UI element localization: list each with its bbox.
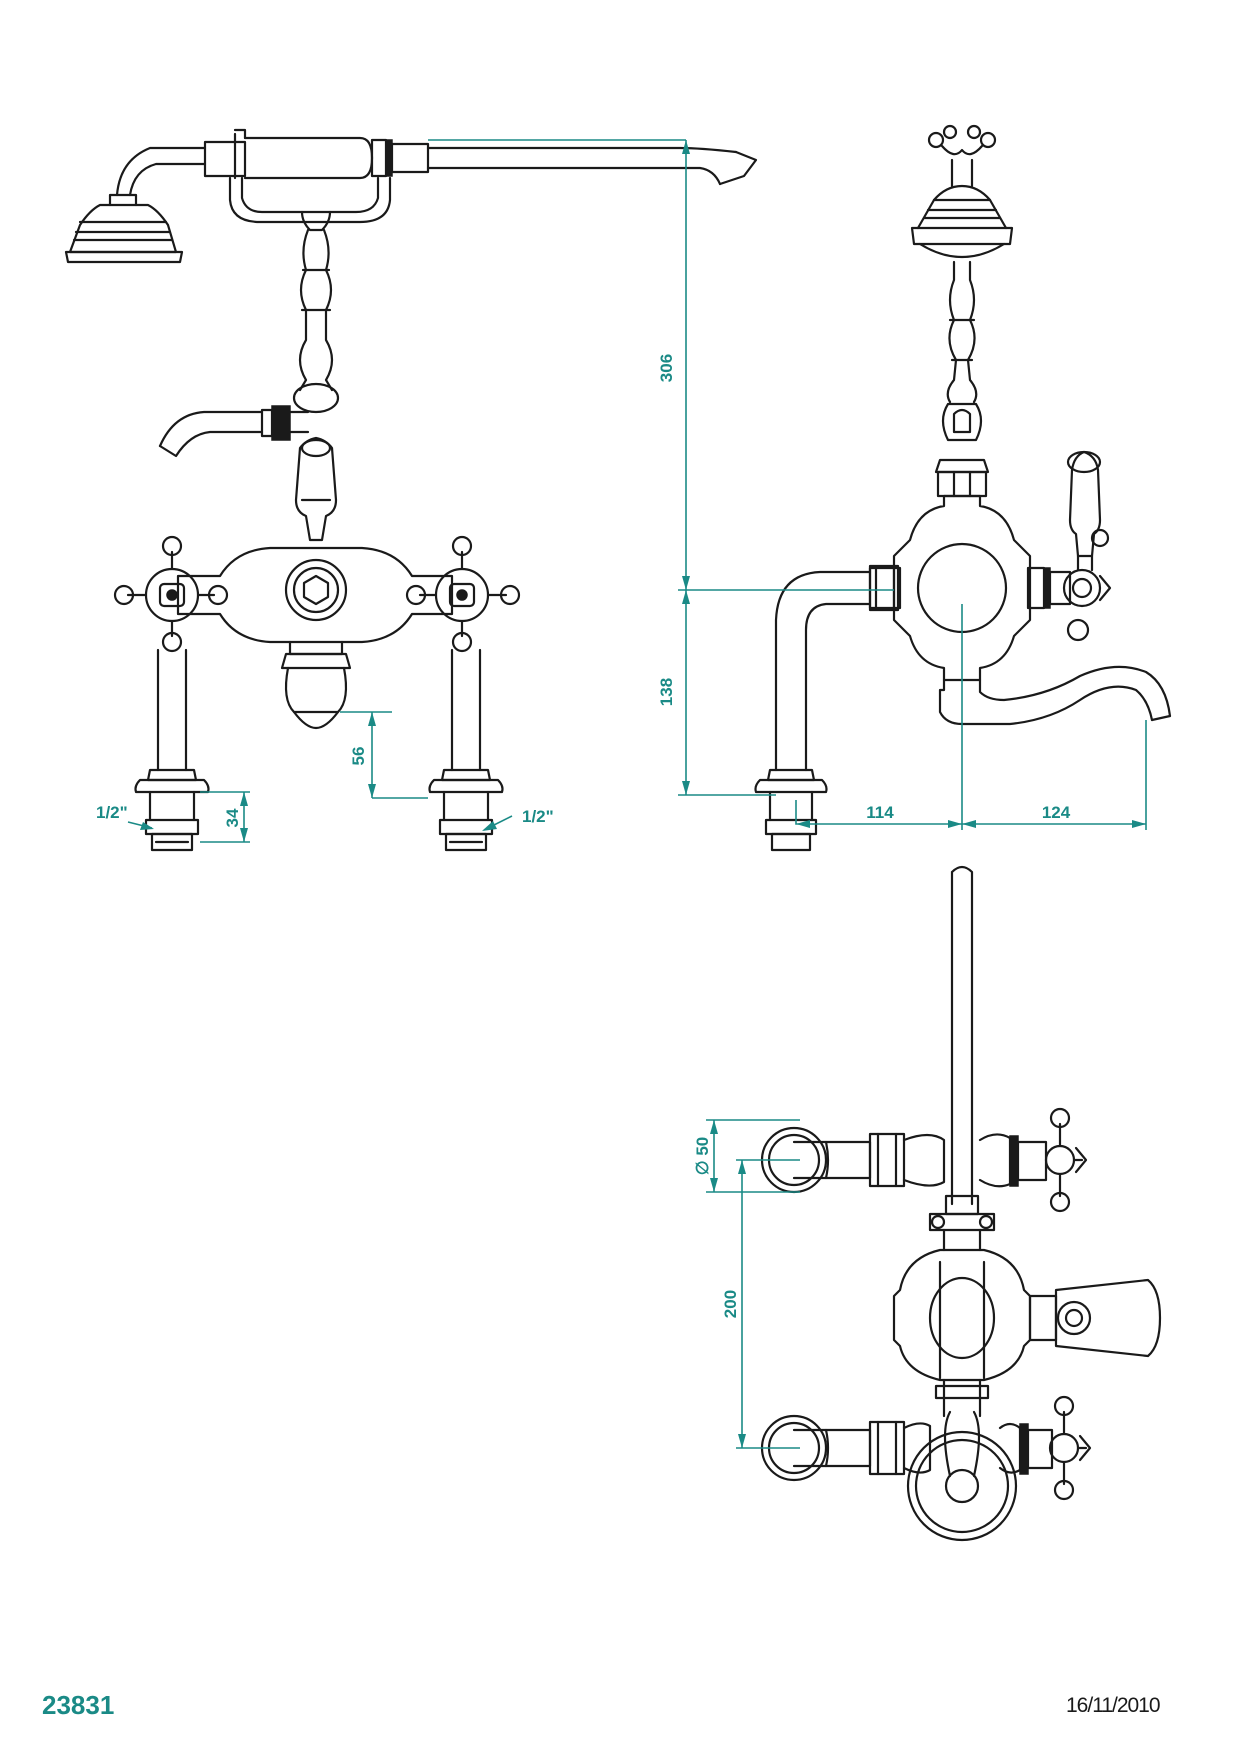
thread-right-label: 1/2": [522, 807, 554, 826]
top-central-block: [892, 1194, 1162, 1418]
dimension-labels: 306 138 114 124 56 34 1/2" 1/2" ∅ 50 200: [96, 354, 1071, 1318]
side-column: [941, 260, 983, 442]
dim-56-label: 56: [349, 747, 368, 766]
side-supply-elbow: [754, 566, 902, 852]
front-cross-handle-left: [113, 535, 229, 653]
side-nut: [934, 458, 990, 498]
front-lever: [294, 436, 338, 542]
side-spout: [938, 665, 1172, 726]
dim-diameter-50-label: ∅ 50: [693, 1137, 712, 1175]
side-shower-head: [910, 124, 1014, 259]
dimension-lines: [127, 139, 1147, 1449]
front-hose-outlet: [158, 405, 310, 458]
front-leg-left: [134, 648, 210, 852]
top-wall-connection-lower: [760, 1395, 1092, 1542]
front-column: [292, 228, 340, 414]
top-wall-connection-upper: [760, 1107, 1088, 1213]
top-view: [760, 865, 1162, 1542]
dim-138-label: 138: [657, 678, 676, 706]
front-body: [176, 546, 454, 730]
dim-124-label: 124: [1042, 803, 1071, 822]
product-code: 23831: [42, 1690, 115, 1720]
thread-left-label: 1/2": [96, 803, 128, 822]
front-view: [64, 128, 758, 852]
dim-34-label: 34: [223, 808, 242, 827]
front-leg-right: [428, 648, 504, 852]
dim-114-label: 114: [866, 803, 894, 822]
side-lever: [1062, 450, 1112, 642]
front-handset: [203, 128, 758, 186]
front-cross-handle-right: [405, 535, 521, 653]
drawing-date: 16/11/2010: [1066, 1694, 1161, 1717]
front-cradle: [228, 176, 392, 232]
front-shower-head: [64, 146, 207, 264]
side-view: [754, 124, 1172, 852]
dim-306-label: 306: [657, 354, 676, 382]
dim-200-label: 200: [721, 1290, 740, 1318]
top-shower-rod: [950, 865, 974, 1206]
